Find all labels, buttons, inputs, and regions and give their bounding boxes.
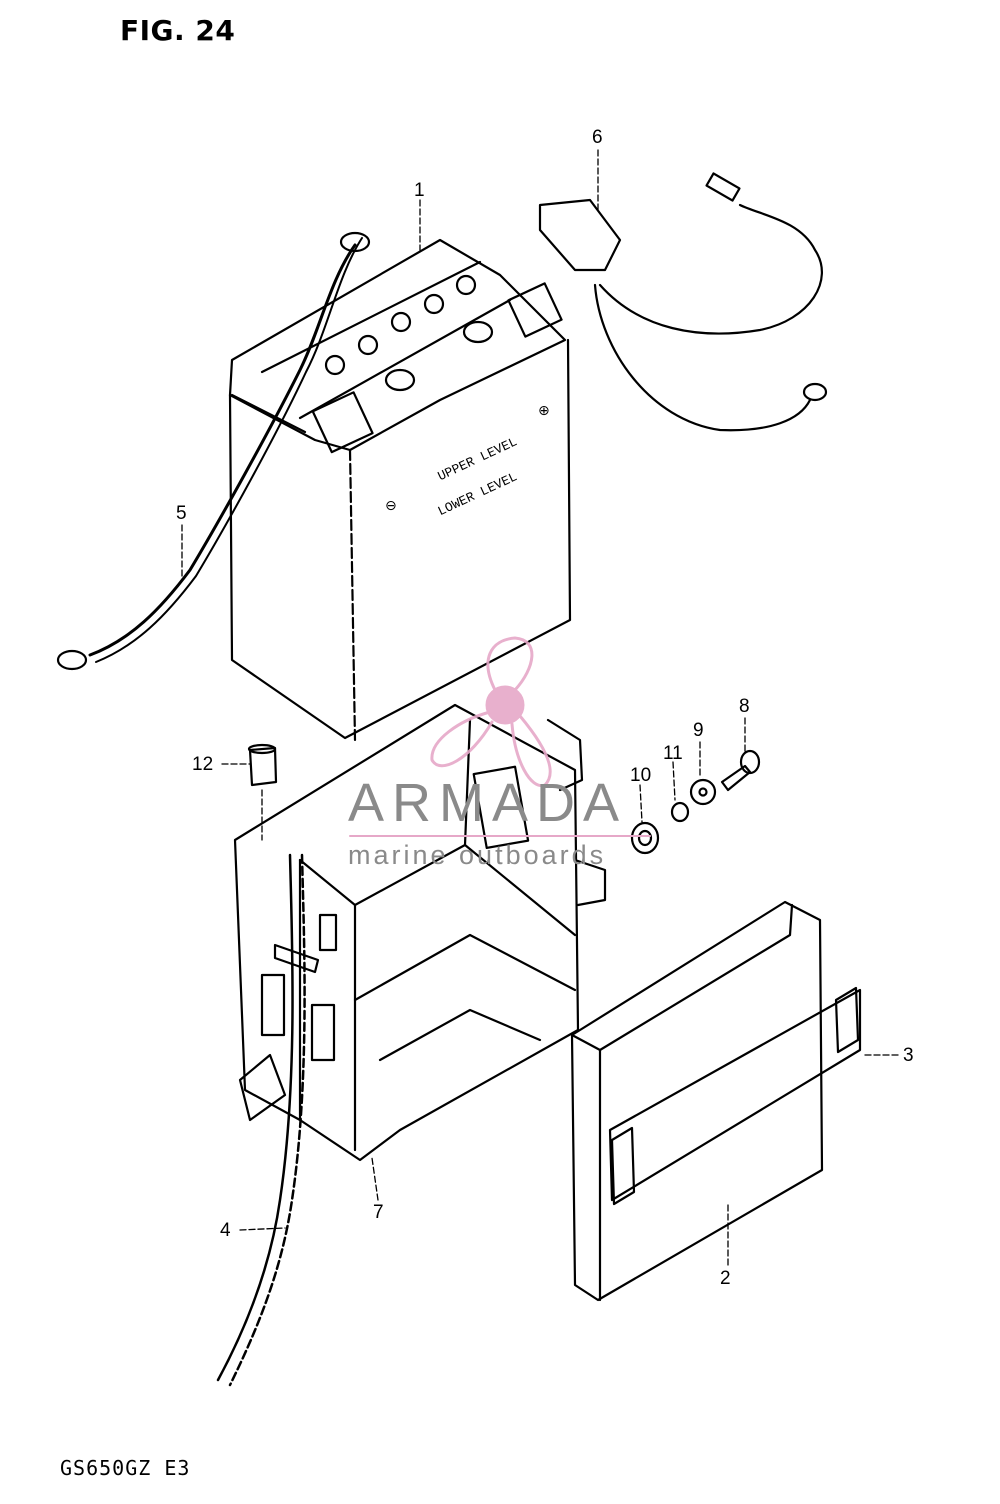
callout-2: 2 [720,1268,731,1289]
battery-strap [608,986,862,1206]
callout-3: 3 [903,1045,914,1066]
figure-title: FIG. 24 [120,14,236,47]
leader-lines [181,149,901,1266]
battery-holder [233,703,607,1162]
callout-9: 9 [693,720,704,741]
battery-negative-lead [56,231,371,671]
callout-5: 5 [176,503,187,524]
callout-11: 11 [663,743,683,764]
svg-text:⊕: ⊕ [538,403,550,419]
watermark-logo [430,636,552,787]
callout-1: 1 [414,180,425,201]
callout-4: 4 [220,1220,231,1241]
callout-12: 12 [192,754,214,775]
battery-cover [570,900,824,1302]
breather-hose [216,853,320,1387]
watermark-name: ARMADA [348,773,628,833]
cap [247,743,278,787]
model-code: GS650GZ E3 [60,1456,191,1480]
callout-6: 6 [592,127,603,148]
callout-10: 10 [630,765,652,786]
battery: UPPER LEVEL LOWER LEVEL ⊖ ⊕ [228,238,572,742]
callout-7: 7 [373,1202,384,1223]
fasteners [630,749,761,855]
svg-text:⊖: ⊖ [385,498,397,514]
watermark-tagline: marine outboards [348,840,607,870]
battery-positive-lead [538,172,828,432]
callout-8: 8 [739,696,750,717]
